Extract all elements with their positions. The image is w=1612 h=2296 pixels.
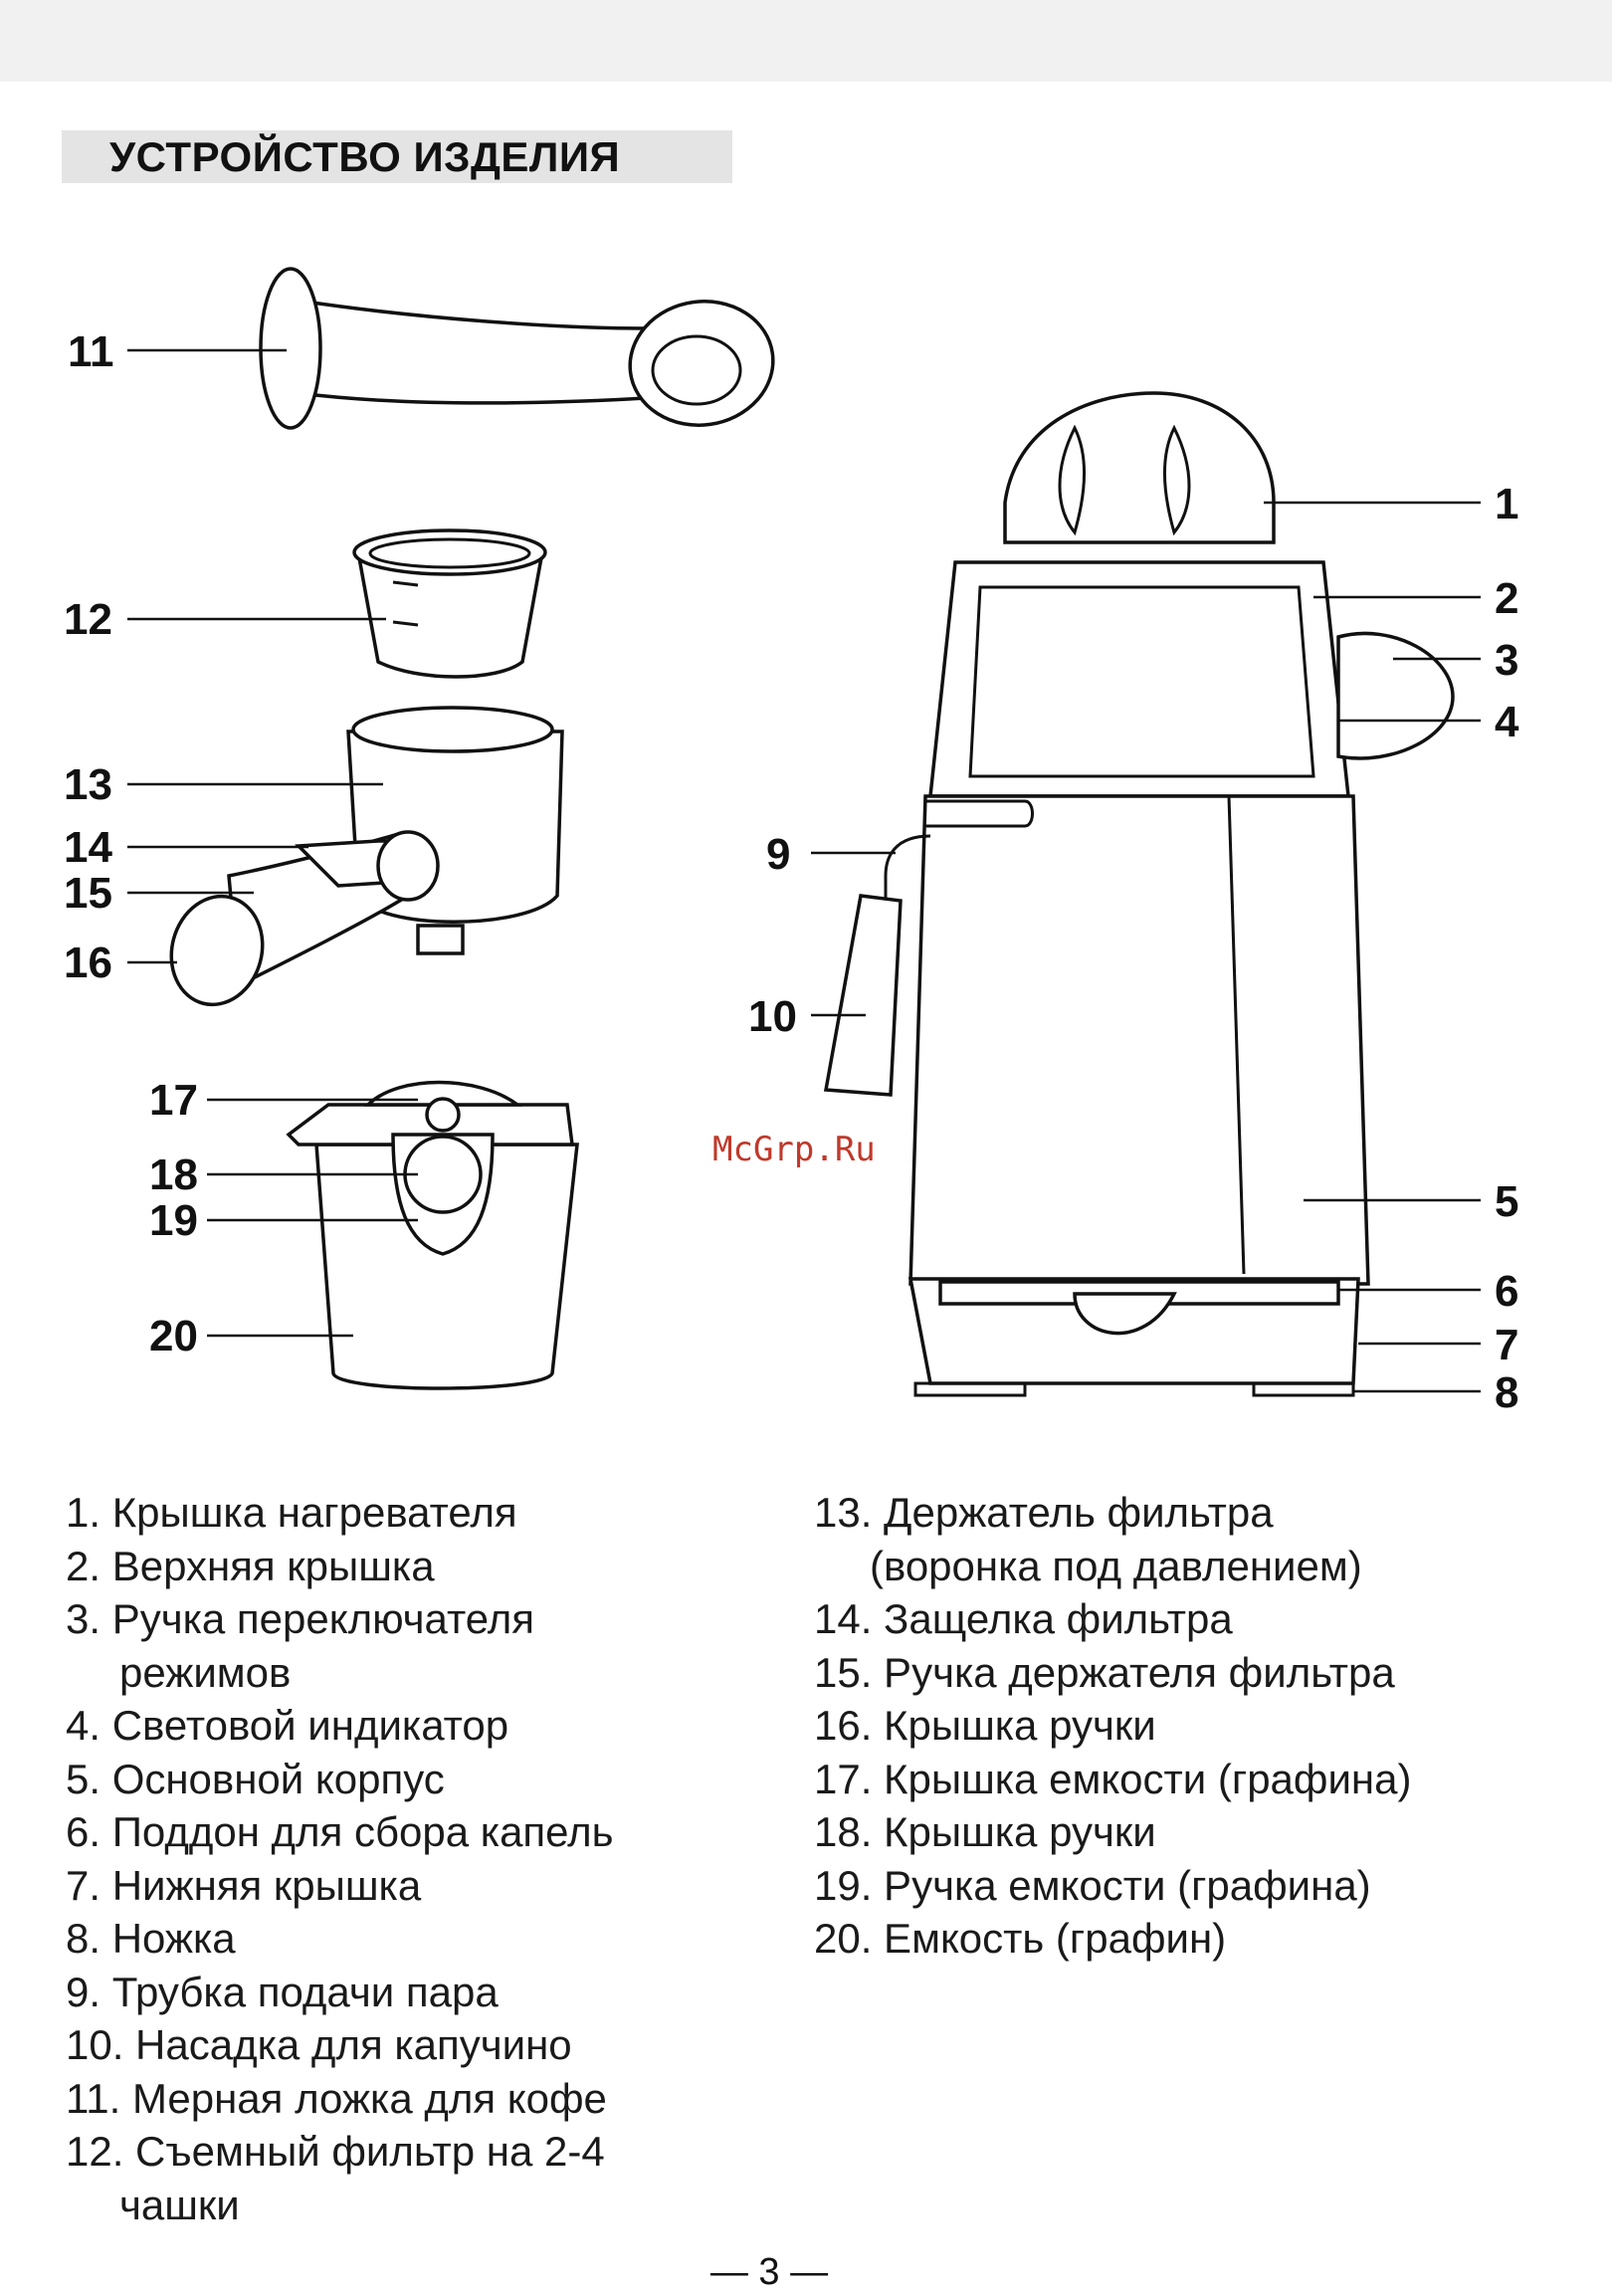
parts-list-right: 13. Держатель фильтра (воронка под давле… bbox=[814, 1486, 1411, 1966]
list-item: 7. Нижняя крышка bbox=[66, 1861, 422, 1909]
callout-5: 5 bbox=[1495, 1177, 1518, 1226]
product-diagram: 11 12 13 14 15 16 17 18 19 20 1 2 3 4 9 … bbox=[64, 267, 1519, 1417]
list-item: 8. Ножка bbox=[66, 1915, 236, 1962]
callout-15: 15 bbox=[64, 869, 112, 918]
callout-8: 8 bbox=[1495, 1368, 1518, 1417]
callout-16: 16 bbox=[64, 939, 112, 987]
top-band bbox=[0, 0, 1612, 82]
list-item: 5. Основной корпус bbox=[66, 1755, 445, 1802]
parts-list-left: 1. Крышка нагревателя 2. Верхняя крышка … bbox=[66, 1486, 614, 2231]
list-item: режимов bbox=[119, 1648, 292, 1696]
list-item: чашки bbox=[119, 2181, 240, 2228]
page-title: УСТРОЙСТВО ИЗДЕЛИЯ bbox=[109, 133, 621, 180]
carafe-illustration bbox=[286, 1080, 579, 1390]
callout-18: 18 bbox=[149, 1150, 198, 1199]
list-item: 20. Емкость (графин) bbox=[814, 1915, 1227, 1962]
espresso-machine-illustration bbox=[823, 391, 1455, 1397]
list-item: 9. Трубка подачи пара bbox=[66, 1968, 499, 2015]
callout-14: 14 bbox=[64, 823, 112, 872]
callout-17: 17 bbox=[149, 1076, 198, 1125]
list-item: 11. Мерная ложка для кофе bbox=[66, 2074, 607, 2122]
list-item: 10. Насадка для капучино bbox=[66, 2021, 572, 2068]
callout-3: 3 bbox=[1495, 636, 1518, 685]
callout-11: 11 bbox=[68, 327, 114, 376]
list-item: 16. Крышка ручки bbox=[814, 1702, 1156, 1749]
watermark: McGrp.Ru bbox=[712, 1130, 876, 1169]
list-item: 3. Ручка переключателя bbox=[66, 1595, 534, 1642]
list-item: 6. Поддон для сбора капель bbox=[66, 1808, 614, 1855]
callout-12: 12 bbox=[64, 595, 112, 644]
callout-7: 7 bbox=[1495, 1321, 1518, 1369]
filter-holder-illustration bbox=[169, 706, 564, 1007]
list-item: 14. Защелка фильтра bbox=[814, 1595, 1233, 1642]
callout-10: 10 bbox=[748, 992, 797, 1041]
list-item: 1. Крышка нагревателя bbox=[66, 1489, 517, 1536]
callout-6: 6 bbox=[1495, 1267, 1518, 1316]
filter-basket-illustration bbox=[352, 528, 547, 679]
callout-1: 1 bbox=[1495, 480, 1518, 528]
measuring-spoon-illustration bbox=[259, 267, 775, 430]
list-item: 4. Световой индикатор bbox=[66, 1702, 509, 1749]
list-item: (воронка под давлением) bbox=[870, 1542, 1362, 1589]
list-item: 2. Верхняя крышка bbox=[66, 1542, 435, 1589]
page-number: — 3 — bbox=[709, 2251, 829, 2293]
callout-20: 20 bbox=[149, 1312, 198, 1360]
list-item: 18. Крышка ручки bbox=[814, 1808, 1156, 1855]
list-item: 17. Крышка емкости (графина) bbox=[814, 1755, 1412, 1802]
list-item: 15. Ручка держателя фильтра bbox=[814, 1648, 1395, 1696]
callout-2: 2 bbox=[1495, 574, 1518, 623]
list-item: 19. Ручка емкости (графина) bbox=[814, 1861, 1371, 1909]
callout-9: 9 bbox=[766, 830, 790, 879]
callout-19: 19 bbox=[149, 1196, 198, 1245]
title-background bbox=[62, 130, 732, 183]
list-item: 13. Держатель фильтра bbox=[814, 1489, 1274, 1536]
callout-4: 4 bbox=[1495, 698, 1519, 746]
list-item: 12. Съемный фильтр на 2-4 bbox=[66, 2128, 605, 2175]
callout-13: 13 bbox=[64, 760, 112, 809]
